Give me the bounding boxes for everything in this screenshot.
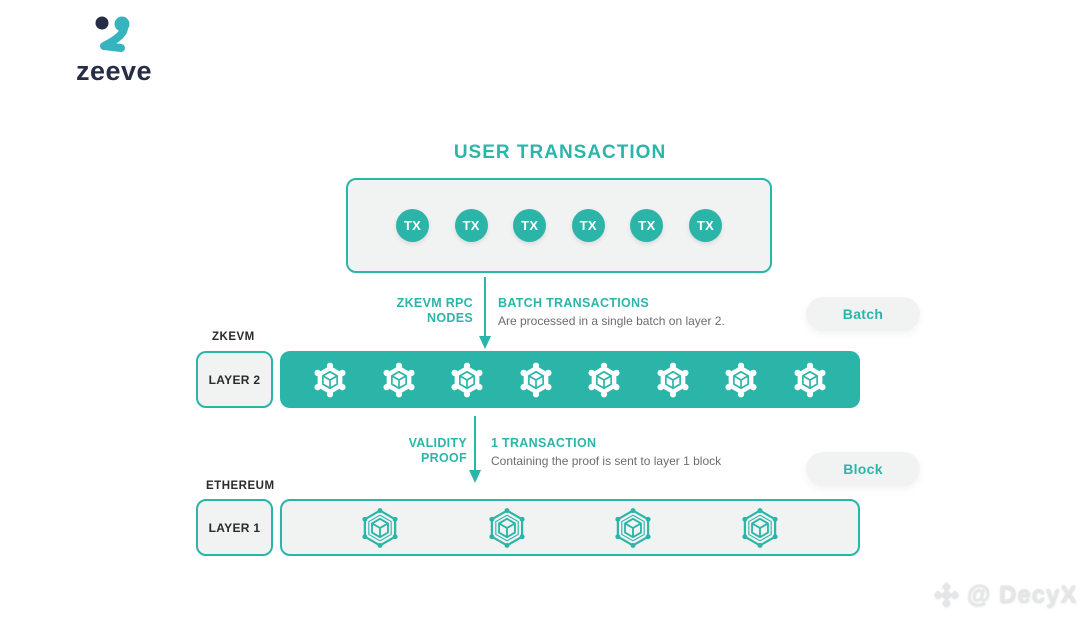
watermark-text: @ DecyX <box>967 580 1078 608</box>
brand-logo: zeeve <box>54 14 174 85</box>
block-icon-white <box>449 362 485 398</box>
block-icon-teal <box>485 506 529 550</box>
tx-icon: TX <box>396 209 429 242</box>
block-icon-white <box>312 362 348 398</box>
one-transaction-description: Containing the proof is sent to layer 1 … <box>491 454 722 468</box>
batch-transactions-description: Are processed in a single batch on layer… <box>498 314 725 328</box>
block-icon-white <box>381 362 417 398</box>
block-icon-white <box>586 362 622 398</box>
tx-icon: TX <box>454 209 488 242</box>
arrow-down-proof <box>469 416 481 483</box>
watermark: @ DecyX <box>933 581 1077 608</box>
block-icon-white <box>723 362 759 398</box>
batch-transactions-annotation: BATCH TRANSACTIONS Are processed in a si… <box>498 296 725 328</box>
brand-wordmark: zeeve <box>75 56 153 86</box>
diagram-title: USER TRANSACTION <box>453 142 667 163</box>
zkevm-rpc-nodes-label: ZKEVM RPC NODES <box>396 296 473 325</box>
ethereum-group-label: ETHEREUM <box>206 480 275 492</box>
tx-icon: TX <box>513 209 547 242</box>
block-icon-white <box>792 362 828 398</box>
block-icon-white <box>655 362 691 398</box>
layer1-block-bar <box>280 499 860 556</box>
block-icon-teal <box>611 506 655 550</box>
layer1-box: LAYER 1 <box>196 499 273 556</box>
zeeve-logo-icon <box>95 16 130 52</box>
tx-icon: TX <box>571 209 605 242</box>
zkevm-group-label: ZKEVM <box>212 331 255 343</box>
one-transaction-heading: 1 TRANSACTION <box>491 436 597 450</box>
batch-transactions-heading: BATCH TRANSACTIONS <box>498 296 649 310</box>
layer2-block-bar <box>280 351 860 408</box>
one-transaction-annotation: 1 TRANSACTION Containing the proof is se… <box>491 436 721 468</box>
arrow-down-batch <box>479 277 491 349</box>
layer2-box: LAYER 2 <box>196 351 273 408</box>
block-icon-white <box>518 362 554 398</box>
block-icon-teal <box>738 506 782 550</box>
block-badge: Block <box>806 452 920 486</box>
block-icon-teal <box>358 506 402 550</box>
diamond-logo-icon <box>934 582 959 607</box>
user-transaction-box: TX TX TX TX TX TX <box>346 178 772 273</box>
validity-proof-label: VALIDITY PROOF <box>408 436 467 465</box>
batch-badge: Batch <box>806 297 920 331</box>
tx-icon: TX <box>630 209 664 242</box>
tx-icon: TX <box>688 209 722 242</box>
